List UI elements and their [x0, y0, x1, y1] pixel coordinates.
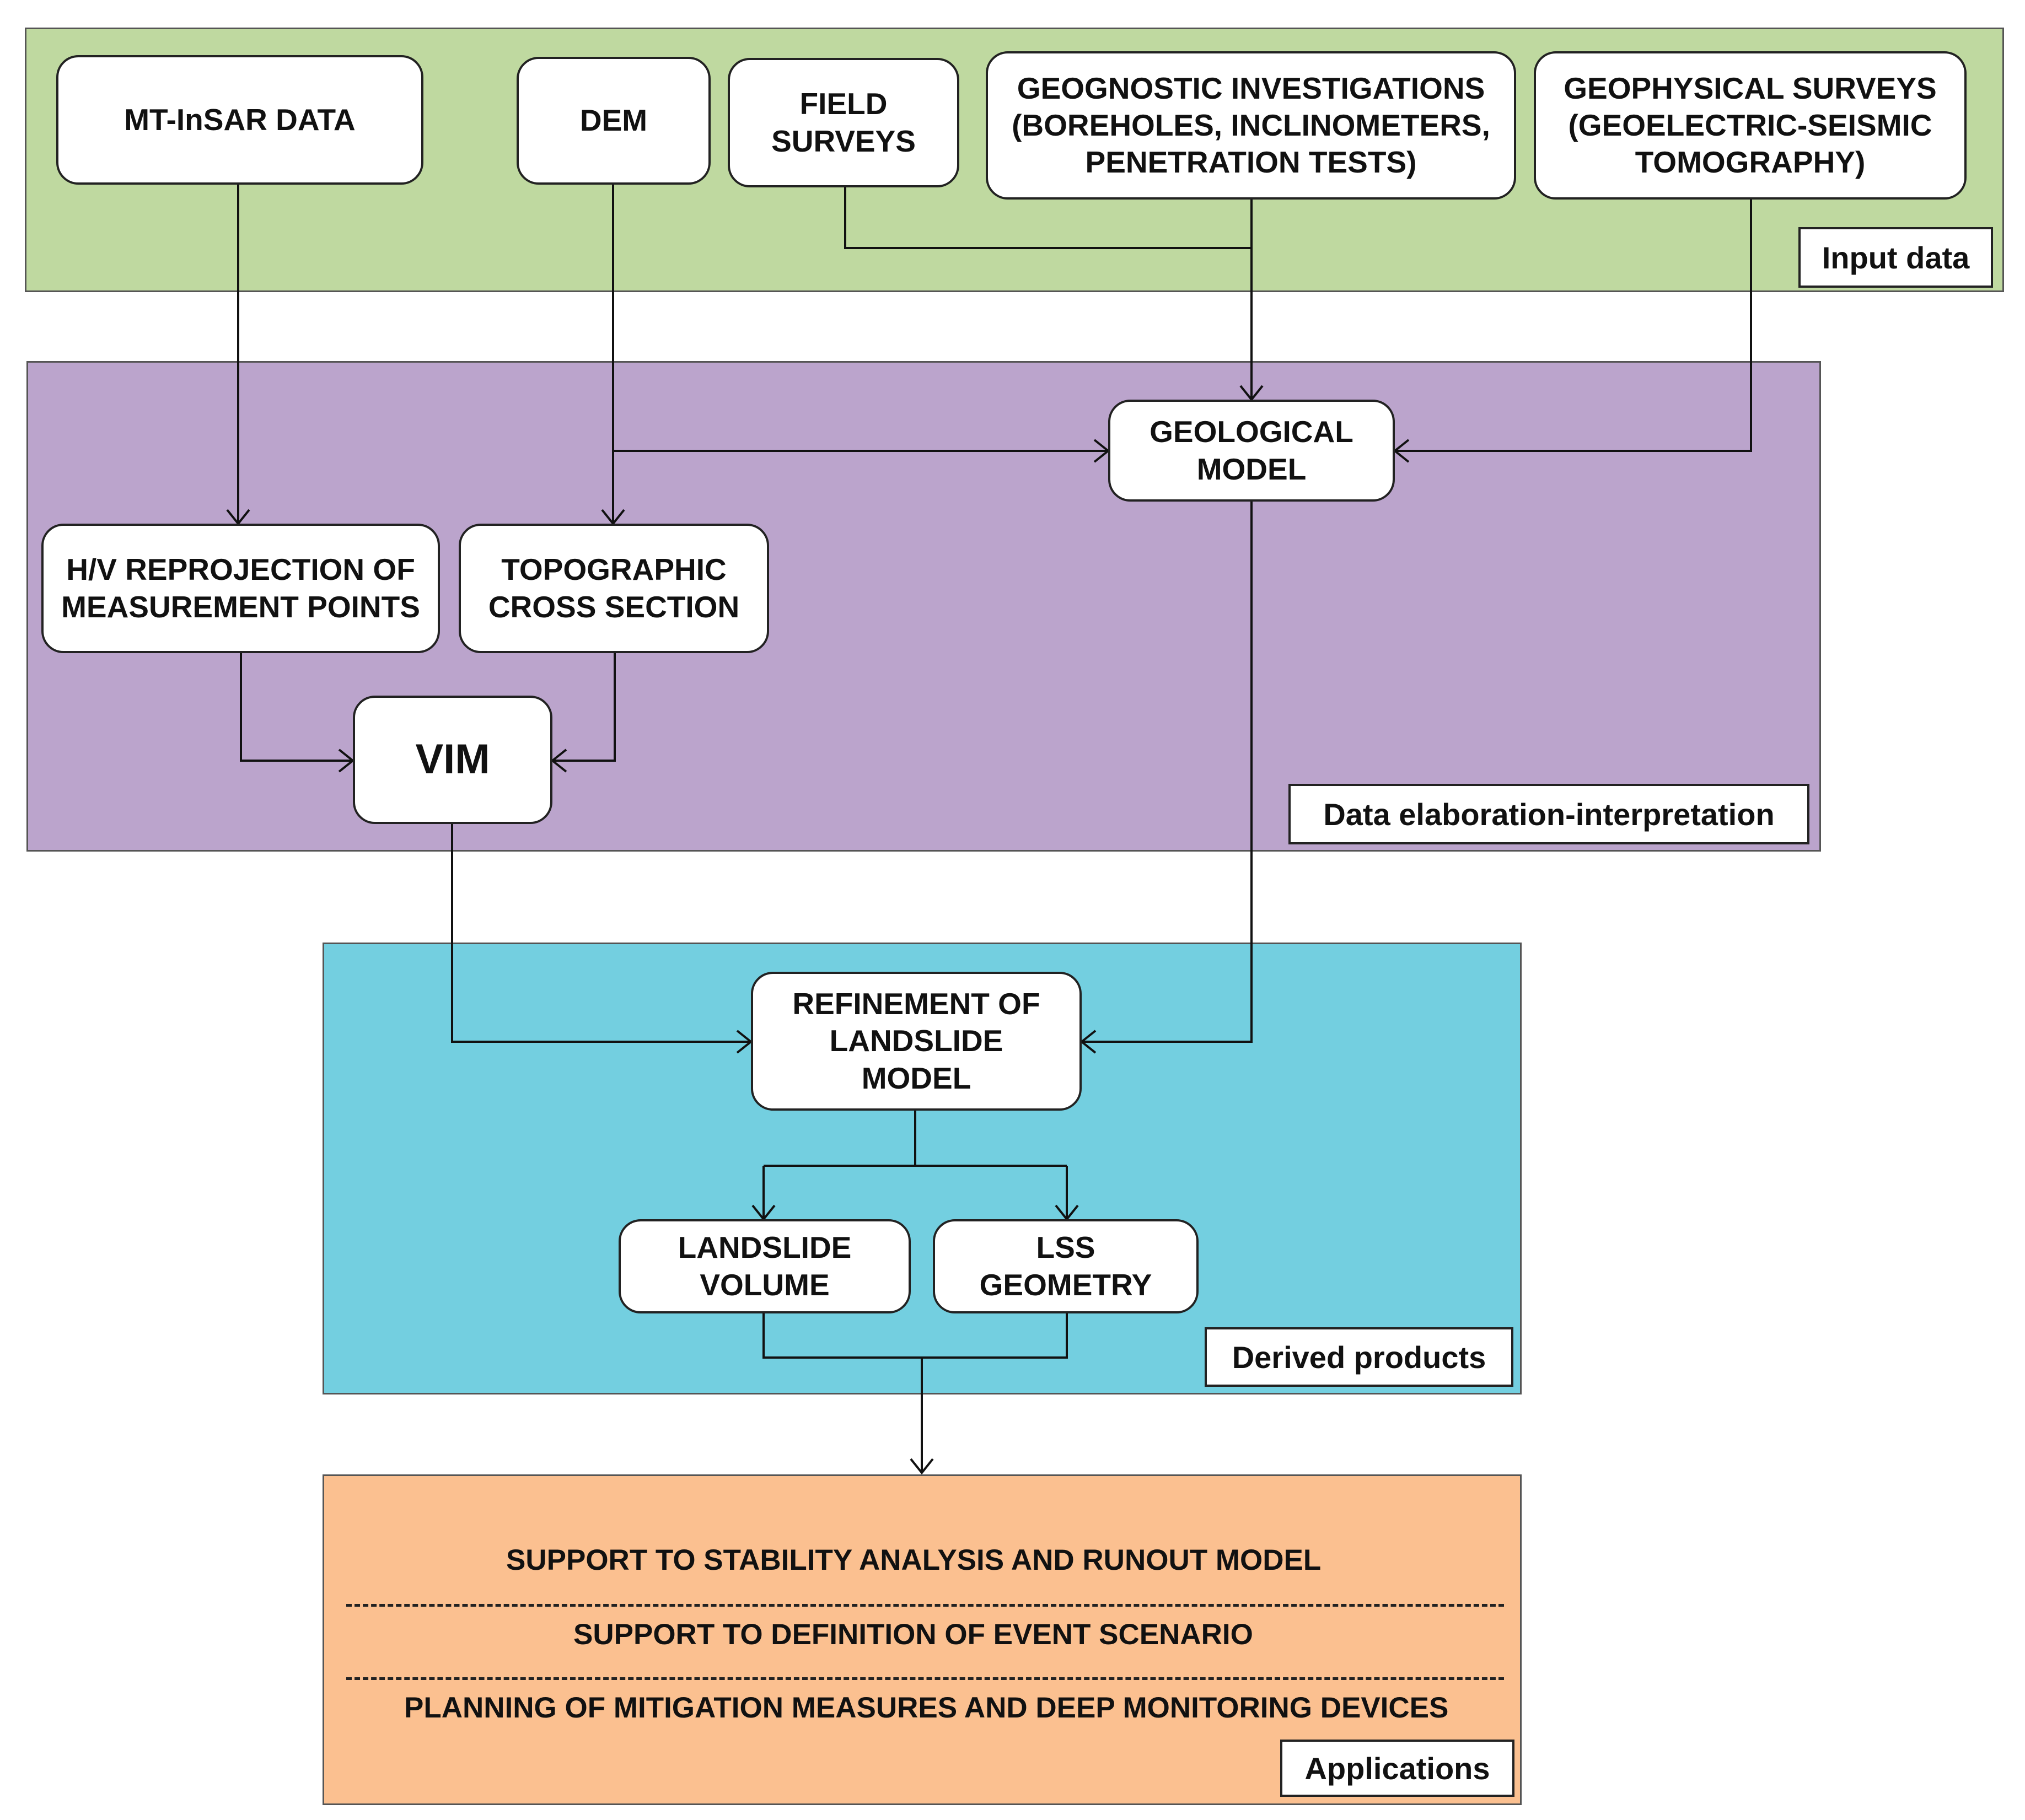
- application-mitigation-planning: PLANNING OF MITIGATION MEASURES AND DEEP…: [404, 1692, 1449, 1724]
- data-elaboration-label: Data elaboration-interpretation: [1288, 784, 1809, 844]
- lss-geometry-box: LSS GEOMETRY: [933, 1219, 1199, 1313]
- geophysical-surveys-box: GEOPHYSICAL SURVEYS (GEOELECTRIC-SEISMIC…: [1534, 51, 1967, 200]
- application-divider: [346, 1604, 1504, 1607]
- vim-box: VIM: [353, 696, 552, 824]
- arrow-geological-to-refinement: [1082, 502, 1253, 1043]
- arrowhead-vim-right: [550, 749, 567, 773]
- hv-reprojection-box: H/V REPROJECTION OF MEASUREMENT POINTS: [41, 524, 440, 653]
- topographic-cross-section-box: TOPOGRAPHIC CROSS SECTION: [459, 524, 769, 653]
- application-stability-analysis: SUPPORT TO STABILITY ANALYSIS AND RUNOUT…: [506, 1544, 1322, 1576]
- arrow-refinement-split: [762, 1111, 1068, 1219]
- applications-label: Applications: [1280, 1740, 1514, 1797]
- application-divider: [346, 1677, 1504, 1680]
- refinement-of-landslide-model-box: REFINEMENT OF LANDSLIDE MODEL: [751, 972, 1082, 1111]
- mt-insar-data-box: MT-InSAR DATA: [56, 55, 423, 185]
- arrowhead-ref-right: [1079, 1030, 1097, 1054]
- arrow-field-to-geological: [844, 187, 1251, 249]
- geognostic-investigations-box: GEOGNOSTIC INVESTIGATIONS (BOREHOLES, IN…: [986, 51, 1516, 200]
- landslide-volume-box: LANDSLIDE VOLUME: [619, 1219, 911, 1313]
- input-data-label: Input data: [1798, 227, 1993, 288]
- field-surveys-box: FIELD SURVEYS: [728, 58, 959, 187]
- geological-model-box: GEOLOGICAL MODEL: [1108, 400, 1395, 502]
- application-event-scenario: SUPPORT TO DEFINITION OF EVENT SCENARIO: [573, 1618, 1253, 1651]
- arrow-products-to-applications: [762, 1313, 1068, 1473]
- dem-box: DEM: [517, 57, 711, 185]
- arrow-vim-to-refinement: [451, 824, 751, 1043]
- arrowhead-geo-right: [1393, 439, 1410, 463]
- derived-products-label: Derived products: [1205, 1327, 1513, 1387]
- arrow-hv-to-vim: [240, 653, 353, 762]
- arrowhead-applications: [910, 1458, 934, 1475]
- arrow-topographic-to-vim: [552, 653, 616, 762]
- arrow-geophysical-to-geological: [1395, 200, 1752, 452]
